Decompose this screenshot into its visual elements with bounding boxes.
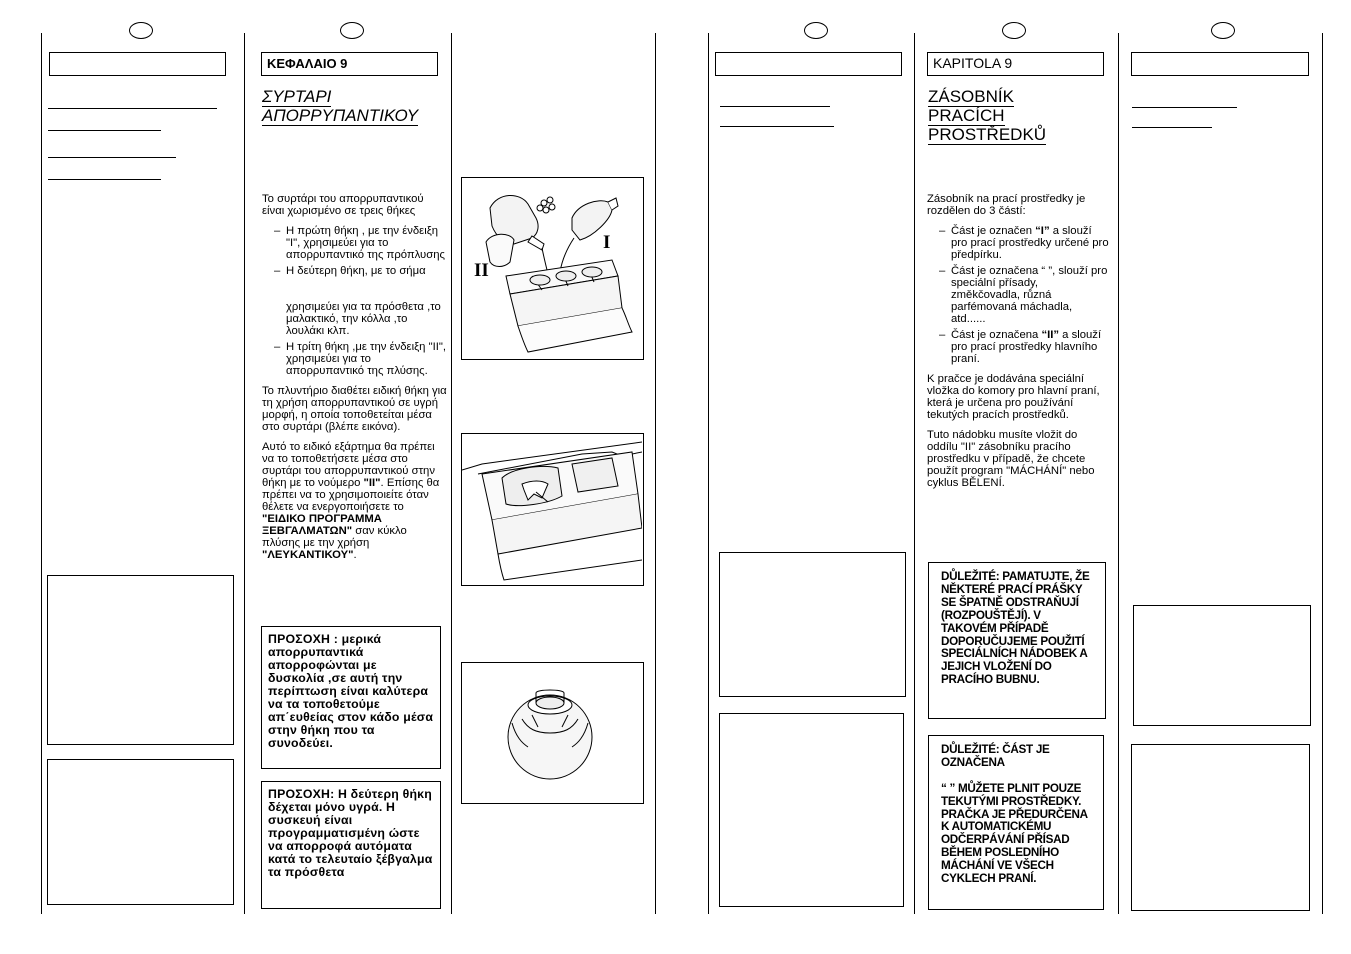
- greek-body: Το συρτάρι του απορρυπαντικού είναι χωρι…: [262, 193, 447, 569]
- text-run: “II”: [1041, 329, 1060, 341]
- text-run: Část je označen: [951, 225, 1036, 237]
- empty-note-box: [1133, 605, 1311, 726]
- chapter-header-czech: KAPITOLA 9: [927, 52, 1104, 76]
- czech-bullet-2: Část je označena “ ”, slouží pro speciál…: [927, 265, 1109, 325]
- column-rule: [708, 33, 709, 914]
- illustration-drawer-pouring: I II: [461, 177, 644, 360]
- greek-para-2: Το πλυντήριο διαθέτει ειδική θήκη για τη…: [262, 385, 447, 433]
- text-run: "II": [363, 477, 381, 489]
- title-line: ΣΥΡΤΑΡΙ: [262, 87, 332, 107]
- czech-intro: Zásobník na prací prostředky je rozdělen…: [927, 193, 1086, 217]
- chapter-header-empty: [49, 52, 226, 76]
- chapter-header-empty: [1131, 52, 1309, 76]
- illustration-drawer-insert: [461, 433, 644, 586]
- greek-bullet-2-a: Η δεύτερη θήκη, με το σήμα: [286, 265, 426, 277]
- drawer-insert-drawing: [462, 441, 643, 581]
- greek-bullet-3: Η τρίτη θήκη ,με την ένδειξη "II", χρησι…: [262, 341, 447, 377]
- greek-bullet-1: Η πρώτη θήκη , με την ένδειξη "I", χρησι…: [262, 225, 447, 261]
- column-rule: [655, 33, 656, 914]
- language-circle: [129, 22, 153, 39]
- language-circle: [804, 22, 828, 39]
- empty-note-box: [47, 759, 234, 905]
- empty-note-box: [719, 713, 904, 907]
- czech-warning-2-b: “ ” MŮŽETE PLNIT POUZE TEKUTÝMI PROSTŘED…: [941, 781, 1088, 886]
- section-title-czech: ZÁSOBNÍK PRACÍCH PROSTŘEDKŮ: [928, 87, 1113, 145]
- title-underline: [1132, 107, 1237, 108]
- title-underline: [48, 130, 161, 131]
- title-line: ZÁSOBNÍK: [928, 87, 1014, 107]
- czech-bullet-3: Část je označena “II” a slouží pro prací…: [927, 329, 1109, 365]
- title-underline: [720, 106, 830, 107]
- greek-warning-2: ΠΡΟΣΟΧΗ: Η δεύτερη θήκη δέχεται μόνο υγρ…: [261, 781, 441, 909]
- title-underline: [720, 126, 834, 127]
- czech-body: Zásobník na prací prostředky je rozdělen…: [927, 193, 1109, 497]
- text-run: a slouží pro prací prostředky určené pro…: [951, 225, 1109, 261]
- czech-para-2: K pračce je dodávána speciální vložka do…: [927, 373, 1100, 421]
- section-title-greek: ΣΥΡΤΑΡΙ ΑΠΟΡΡΥΠΑΝΤΙΚΟΥ: [262, 87, 447, 126]
- column-rule: [1322, 33, 1323, 914]
- greek-warning-1: ΠΡΟΣΟΧΗ : μερικά απορρυπαντικά απορροφών…: [261, 626, 441, 769]
- greek-bullets: Η πρώτη θήκη , με την ένδειξη "I", χρησι…: [262, 225, 447, 377]
- illustration-bleach-ball: [461, 662, 644, 804]
- empty-note-box: [1131, 744, 1310, 911]
- greek-intro: Το συρτάρι του απορρυπαντικού είναι χωρι…: [262, 193, 424, 217]
- text-run: Část je označena: [951, 329, 1042, 341]
- title-line: PRACÍCH: [928, 106, 1005, 126]
- czech-para-3: Tuto nádobku musíte vložit do oddílu "II…: [927, 429, 1095, 489]
- title-underline: [48, 179, 161, 180]
- column-rule: [1118, 33, 1119, 914]
- text-run: “I”: [1035, 225, 1050, 237]
- language-circle: [340, 22, 364, 39]
- text-run: "ΕΙΔΙΚΟ ΠΡΟΓΡΑΜΜΑ ΞΕΒΓΑΛΜΑΤΩΝ": [262, 513, 382, 537]
- drawer-pouring-drawing: I II: [474, 195, 633, 353]
- title-underline: [48, 157, 176, 158]
- title-line: ΑΠΟΡΡΥΠΑΝΤΙΚΟΥ: [262, 106, 419, 126]
- chapter-header-greek: ΚΕΦΑΛΑΙΟ 9: [261, 52, 438, 76]
- compartment-mark-II: II: [474, 260, 489, 281]
- bleach-ball-drawing: [507, 689, 593, 780]
- empty-note-box: [719, 552, 906, 697]
- greek-bullet-2-b: χρησιμεύει για τα πρόσθετα ,το μαλακτικό…: [286, 301, 441, 337]
- czech-warning-2: DŮLEŽITÉ: ČÁST JE OZNAČENA “ ” MŮŽETE PL…: [928, 735, 1104, 910]
- compartment-mark-I: I: [603, 232, 610, 253]
- greek-bullet-2: Η δεύτερη θήκη, με το σήμα χρησιμεύει γι…: [262, 265, 447, 337]
- greek-para-3: Αυτό το ειδικό εξάρτημα θα πρέπει να το …: [262, 441, 447, 561]
- text-run: Αυτό το ειδικό εξάρτημα θα πρέπει να το …: [262, 441, 435, 489]
- title-line: PROSTŘEDKŮ: [928, 125, 1047, 145]
- text-run: a slouží pro prací prostředky hlavního p…: [951, 329, 1102, 365]
- title-underline: [1132, 127, 1212, 128]
- column-rule: [41, 33, 42, 914]
- column-rule: [244, 33, 245, 914]
- czech-bullet-1: Část je označen “I” a slouží pro prací p…: [927, 225, 1109, 261]
- chapter-header-empty: [715, 52, 902, 76]
- language-circle: [1002, 22, 1026, 39]
- czech-bullets: Část je označen “I” a slouží pro prací p…: [927, 225, 1109, 365]
- text-run: .: [353, 549, 357, 561]
- czech-warning-1: DŮLEŽITÉ: PAMATUJTE, ŽE NĚKTERÉ PRACÍ PR…: [928, 562, 1106, 719]
- text-run: . Επίσης θα πρέπει να το χρησιμοποιείτε …: [262, 477, 440, 513]
- text-run: "ΛΕΥΚΑΝΤΙΚΟΥ": [262, 549, 354, 561]
- language-circle: [1211, 22, 1235, 39]
- empty-note-box: [47, 575, 234, 745]
- title-underline: [48, 108, 217, 109]
- czech-warning-2-a: DŮLEŽITÉ: ČÁST JE OZNAČENA: [941, 743, 1050, 769]
- text-run: σαν κύκλο πλύσης με την χρήση: [262, 525, 407, 549]
- column-rule: [914, 33, 915, 914]
- column-rule: [451, 33, 452, 914]
